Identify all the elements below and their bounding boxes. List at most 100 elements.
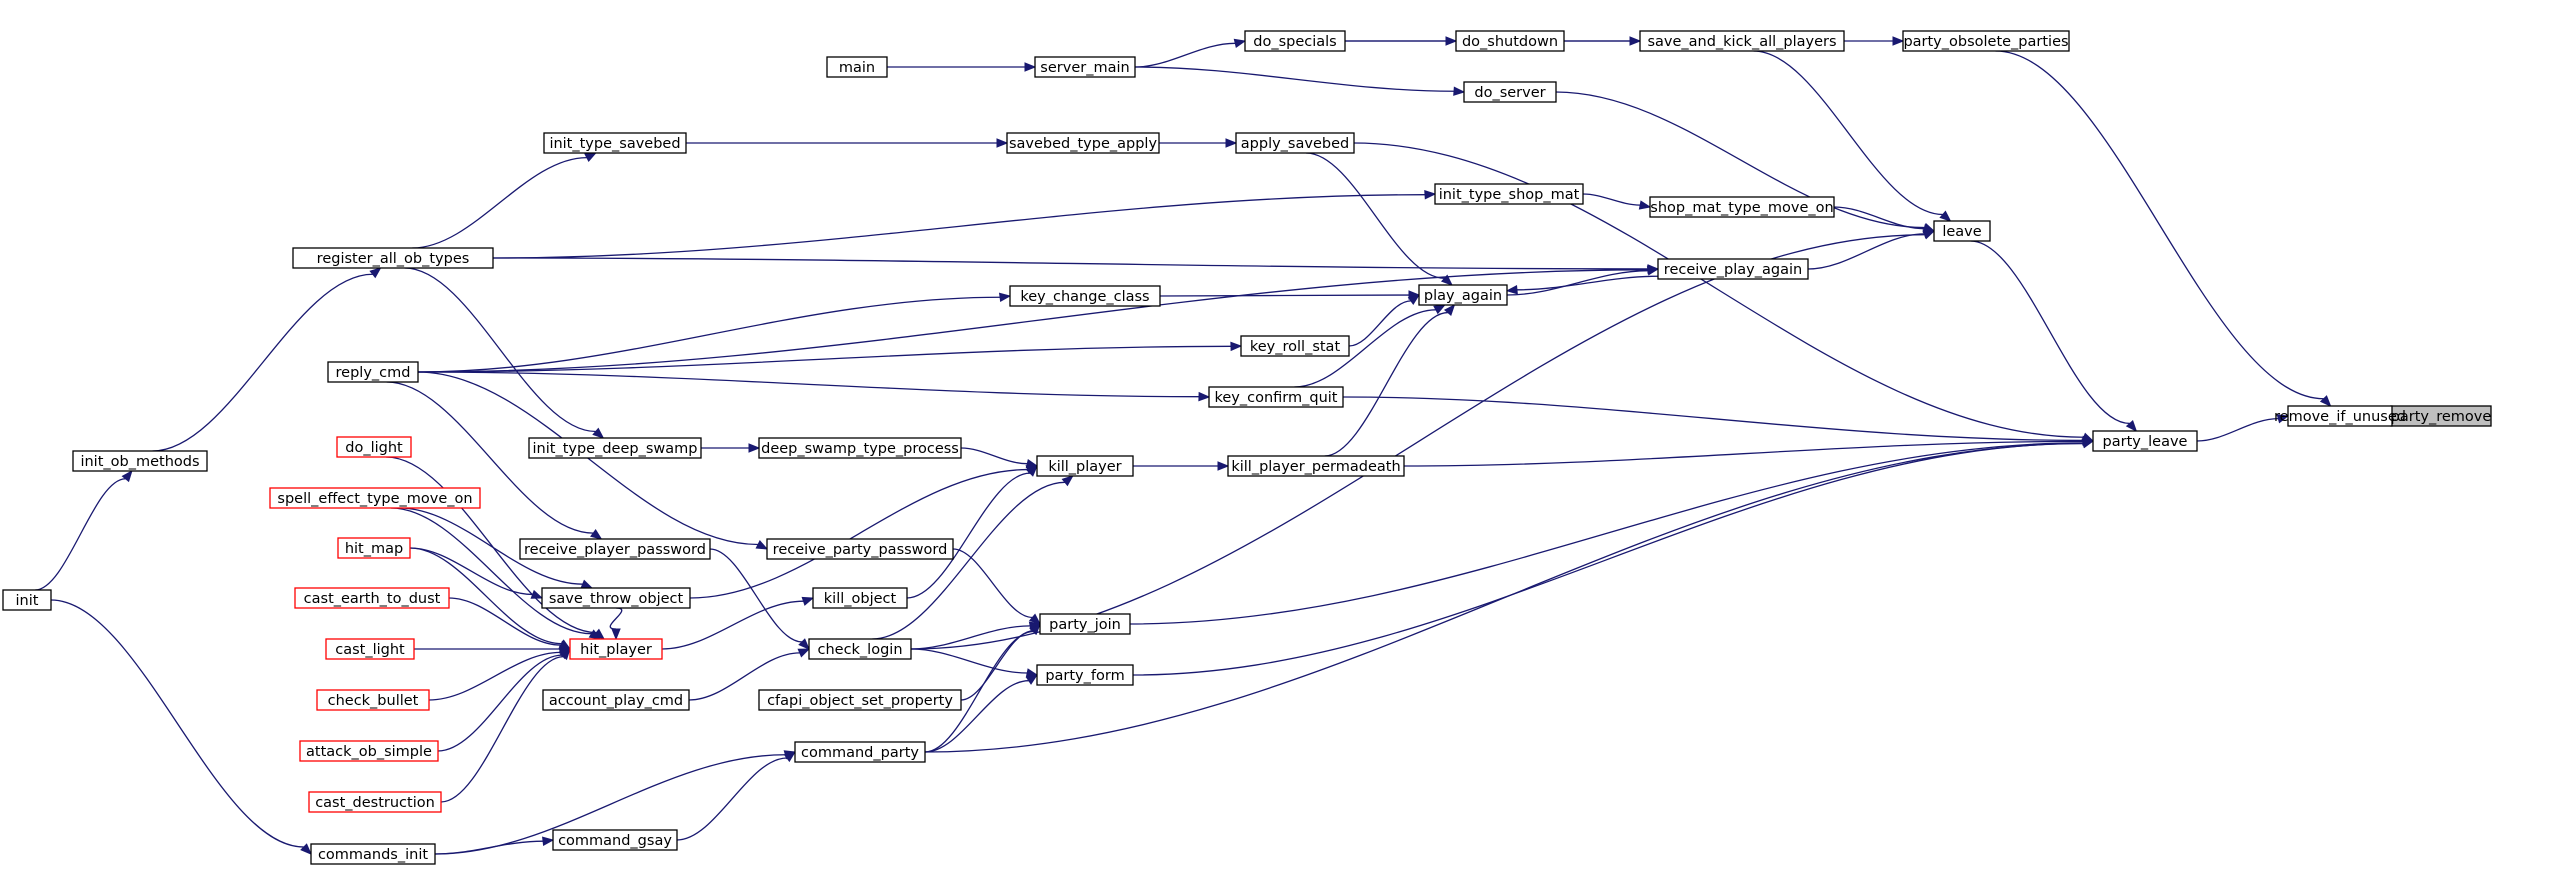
edge-server_main-to-do_server xyxy=(1134,66,1466,96)
node-box xyxy=(758,437,962,459)
edge-init-to-init_ob_methods xyxy=(35,469,133,591)
node-do-server[interactable]: do_server xyxy=(1463,81,1557,103)
node-server-main[interactable]: server_main xyxy=(1034,56,1136,78)
arrowhead xyxy=(1233,38,1247,49)
edge-line xyxy=(1753,50,1943,216)
node-box xyxy=(1418,284,1508,306)
node-apply-savebed[interactable]: apply_savebed xyxy=(1235,132,1355,154)
node-init-type-deep-swamp[interactable]: init_type_deep_swamp xyxy=(528,437,702,459)
node-box xyxy=(336,436,412,458)
edge-savebed_type_apply-to-apply_savebed xyxy=(1158,138,1238,148)
node-label: reply_cmd xyxy=(336,365,411,381)
node-box xyxy=(316,689,430,711)
node-init-type-shop-mat[interactable]: init_type_shop_mat xyxy=(1434,183,1584,205)
node-label: party_join xyxy=(1049,617,1121,633)
node-check-login[interactable]: check_login xyxy=(808,638,912,660)
node-kill-object[interactable]: kill_object xyxy=(812,587,908,609)
node-receive-player-password[interactable]: receive_player_password xyxy=(519,538,711,560)
arrowhead xyxy=(588,629,602,640)
node-kill-player[interactable]: kill_player xyxy=(1036,455,1134,477)
node-main[interactable]: main xyxy=(826,56,888,78)
edge-line xyxy=(1294,309,1436,388)
node-receive-play-again[interactable]: receive_play_again xyxy=(1657,258,1809,280)
node-box xyxy=(528,437,702,459)
node-party-remove[interactable]: party_remove xyxy=(2390,405,2492,427)
edge-line xyxy=(492,257,1649,270)
node-box xyxy=(1463,81,1557,103)
node-party-form[interactable]: party_form xyxy=(1036,664,1134,686)
node-do-specials[interactable]: do_specials xyxy=(1244,30,1346,52)
arrowhead xyxy=(1061,475,1074,487)
node-command-gsay[interactable]: command_gsay xyxy=(552,829,678,851)
node-label: party_remove xyxy=(2391,409,2492,425)
node-spell-effect-type-move-on[interactable]: spell_effect_type_move_on xyxy=(269,487,481,509)
node-key-confirm-quit[interactable]: key_confirm_quit xyxy=(1208,386,1344,408)
node-hit-player[interactable]: hit_player xyxy=(569,638,663,660)
edge-init_type_savebed-to-savebed_type_apply xyxy=(686,138,1009,148)
node-play-again[interactable]: play_again xyxy=(1418,284,1508,306)
arrowhead xyxy=(1638,200,1652,210)
node-box xyxy=(2,589,52,611)
node-check-bullet[interactable]: check_bullet xyxy=(316,689,430,711)
node-key-roll-stat[interactable]: key_roll_stat xyxy=(1240,335,1350,357)
node-cast-destruction[interactable]: cast_destruction xyxy=(308,791,442,813)
node-box xyxy=(308,791,442,813)
arrowhead xyxy=(530,589,544,599)
edge-check_login-to-party_form xyxy=(910,648,1039,678)
node-kill-player-permadeath[interactable]: kill_player_permadeath xyxy=(1227,455,1405,477)
node-box xyxy=(269,487,481,509)
node-do-light[interactable]: do_light xyxy=(336,436,412,458)
node-key-change-class[interactable]: key_change_class xyxy=(1009,285,1161,307)
node-commands-init[interactable]: commands_init xyxy=(310,843,436,865)
node-box xyxy=(826,56,888,78)
edge-command_gsay-to-command_party xyxy=(676,751,797,841)
edge-line xyxy=(409,547,533,596)
edge-do_specials-to-do_shutdown xyxy=(1345,36,1458,46)
arrowhead xyxy=(2081,439,2095,449)
node-party-obsolete-parties[interactable]: party_obsolete_parties xyxy=(1902,30,2070,52)
node-label: receive_play_again xyxy=(1664,262,1802,278)
arrowhead xyxy=(558,648,572,658)
edge-cast_light-to-hit_player xyxy=(414,644,572,654)
node-cfapi-object-set-property[interactable]: cfapi_object_set_property xyxy=(758,689,962,711)
node-cast-earth-to-dust[interactable]: cast_earth_to_dust xyxy=(294,587,450,609)
node-init-ob-methods[interactable]: init_ob_methods xyxy=(72,450,208,472)
node-savebed-type-apply[interactable]: savebed_type_apply xyxy=(1006,132,1160,154)
node-do-shutdown[interactable]: do_shutdown xyxy=(1455,30,1565,52)
node-hit-map[interactable]: hit_map xyxy=(337,537,411,559)
node-receive-party-password[interactable]: receive_party_password xyxy=(766,538,954,560)
edge-register_all_ob_types-to-init_type_deep_swamp xyxy=(404,267,605,439)
node-command-party[interactable]: command_party xyxy=(794,741,926,763)
arrowhead xyxy=(748,443,761,453)
edge-line xyxy=(2196,417,2279,442)
node-label: check_bullet xyxy=(328,693,419,709)
node-reply-cmd[interactable]: reply_cmd xyxy=(327,361,419,383)
node-attack-ob-simple[interactable]: attack_ob_simple xyxy=(299,740,439,762)
node-save-and-kick-all-players[interactable]: save_and_kick_all_players xyxy=(1639,30,1845,52)
edge-line xyxy=(412,156,587,249)
node-party-join[interactable]: party_join xyxy=(1039,613,1131,635)
edge-reply_cmd-to-receive_player_password xyxy=(386,381,603,540)
node-remove-if-unused[interactable]: remove_if_unused xyxy=(2274,405,2406,427)
edge-line xyxy=(1353,142,2084,438)
arrowhead xyxy=(1440,274,1453,286)
arrowhead xyxy=(1025,465,1039,475)
node-label: savebed_type_apply xyxy=(1009,136,1157,152)
node-party-leave[interactable]: party_leave xyxy=(2092,430,2198,452)
node-label: do_server xyxy=(1474,85,1545,101)
node-leave[interactable]: leave xyxy=(1933,220,1991,242)
node-register-all-ob-types[interactable]: register_all_ob_types xyxy=(292,247,494,269)
node-box xyxy=(808,638,912,660)
arrowhead xyxy=(1939,210,1952,222)
edge-register_all_ob_types-to-init_type_shop_mat xyxy=(492,189,1437,259)
node-cast-light[interactable]: cast_light xyxy=(325,638,415,660)
node-shop-mat-type-move-on[interactable]: shop_mat_type_move_on xyxy=(1649,196,1835,218)
node-init-type-savebed[interactable]: init_type_savebed xyxy=(543,132,687,154)
node-save-throw-object[interactable]: save_throw_object xyxy=(541,587,691,609)
node-deep-swamp-type-process[interactable]: deep_swamp_type_process xyxy=(758,437,962,459)
node-init[interactable]: init xyxy=(2,589,52,611)
node-account-play-cmd[interactable]: account_play_cmd xyxy=(542,689,690,711)
arrowhead xyxy=(558,639,572,650)
